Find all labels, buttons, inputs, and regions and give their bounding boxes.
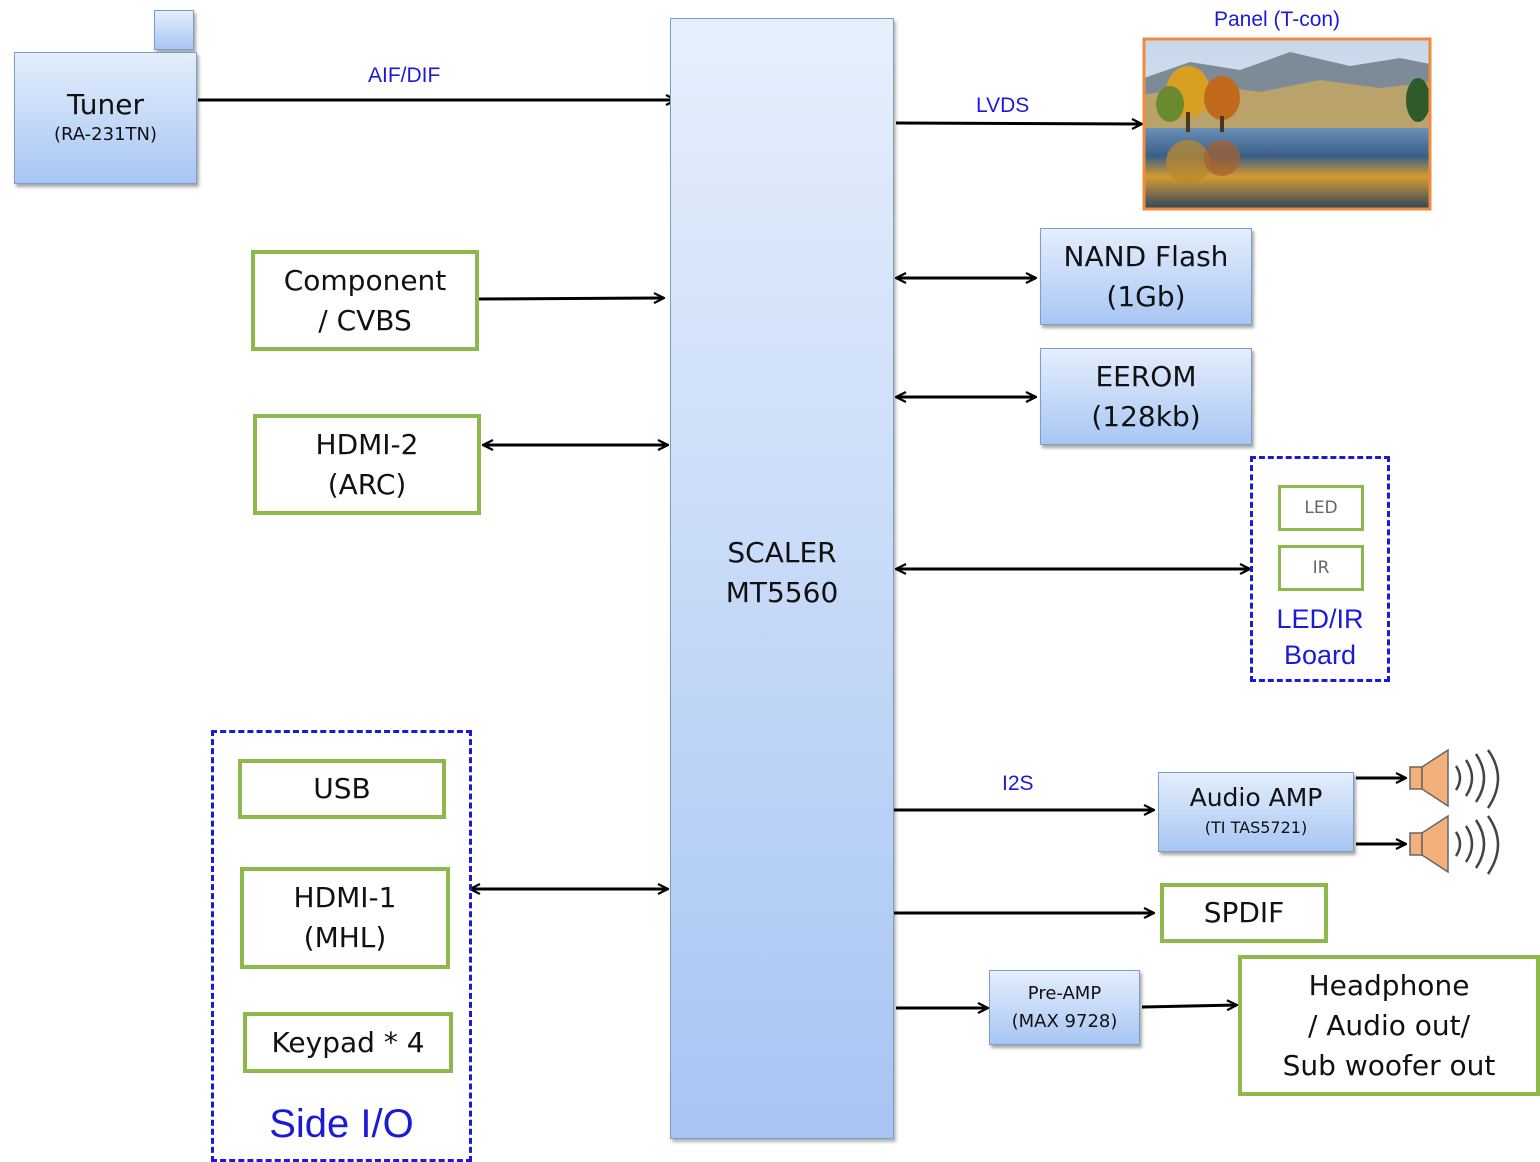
spdif-label: SPDIF: [1203, 896, 1285, 929]
usb-block: USB: [238, 759, 446, 819]
panel-image: [1142, 37, 1432, 211]
component-to-scaler-line: [477, 298, 664, 299]
tuner-connector-icon: [154, 10, 194, 50]
nand-flash-block: NAND Flash (1Gb): [1040, 228, 1252, 325]
hdmi2-line2: (ARC): [327, 467, 407, 501]
component-cvbs-block: Component / CVBS: [251, 250, 479, 351]
led-ir-title-line1: LED/IR: [1276, 604, 1364, 634]
hdmi1-block: HDMI-1 (MHL): [240, 867, 450, 969]
scaler-line1: SCALER: [727, 535, 837, 569]
i2s-label: I2S: [1002, 772, 1034, 795]
eerom-line1: EEROM: [1095, 359, 1197, 393]
tuner-block: Tuner (RA-231TN): [14, 52, 197, 184]
audio-amp-block: Audio AMP (TI TAS5721): [1158, 772, 1354, 852]
tuner-model: (RA-231TN): [53, 124, 158, 145]
audio-amp-line2: (TI TAS5721): [1204, 818, 1308, 837]
usb-label: USB: [313, 772, 371, 805]
component-line1: Component: [283, 263, 447, 297]
hdmi2-line1: HDMI-2: [315, 427, 419, 461]
audio-amp-line1: Audio AMP: [1189, 783, 1323, 812]
headphone-line3: Sub woofer out: [1282, 1048, 1496, 1082]
hdmi1-line1: HDMI-1: [293, 881, 397, 914]
headphone-line1: Headphone: [1308, 968, 1470, 1002]
preamp-line2: (MAX 9728): [1011, 1010, 1118, 1032]
ir-block: IR: [1278, 545, 1364, 591]
preamp-block: Pre-AMP (MAX 9728): [989, 970, 1140, 1045]
scaler-block: SCALER MT5560: [670, 18, 894, 1139]
speaker-top-icon: [1409, 748, 1500, 809]
keypad-block: Keypad * 4: [243, 1012, 453, 1073]
nand-line1: NAND Flash: [1063, 239, 1229, 273]
aif-dif-label: AIF/DIF: [368, 64, 441, 87]
hdmi1-line2: (MHL): [303, 921, 387, 954]
speaker-bottom-icon: [1409, 814, 1500, 875]
led-ir-title-line2: Board: [1283, 640, 1357, 670]
preamp-to-headphone-line: [1141, 1005, 1237, 1007]
scaler-to-panel-line: [895, 123, 1142, 124]
headphone-block: Headphone / Audio out/ Sub woofer out: [1238, 955, 1540, 1096]
eerom-line2: (128kb): [1091, 399, 1201, 433]
led-block: LED: [1278, 485, 1364, 531]
lvds-label: LVDS: [976, 94, 1030, 117]
eerom-block: EEROM (128kb): [1040, 348, 1252, 445]
component-line2: / CVBS: [318, 303, 412, 337]
spdif-block: SPDIF: [1160, 883, 1328, 943]
preamp-line1: Pre-AMP: [1027, 982, 1102, 1004]
scaler-line2: MT5560: [725, 575, 839, 609]
tuner-title: Tuner: [66, 88, 145, 121]
side-io-group: USB HDMI-1 (MHL) Keypad * 4 Side I/O: [211, 730, 472, 1162]
nand-line2: (1Gb): [1106, 279, 1186, 313]
led-ir-board-group: LED IR LED/IR Board: [1250, 456, 1390, 682]
side-io-title: Side I/O: [269, 1102, 414, 1146]
panel-title: Panel (T-con): [1214, 8, 1341, 31]
keypad-label: Keypad * 4: [271, 1025, 425, 1059]
headphone-line2: / Audio out/: [1307, 1008, 1471, 1042]
hdmi2-block: HDMI-2 (ARC): [253, 414, 481, 515]
